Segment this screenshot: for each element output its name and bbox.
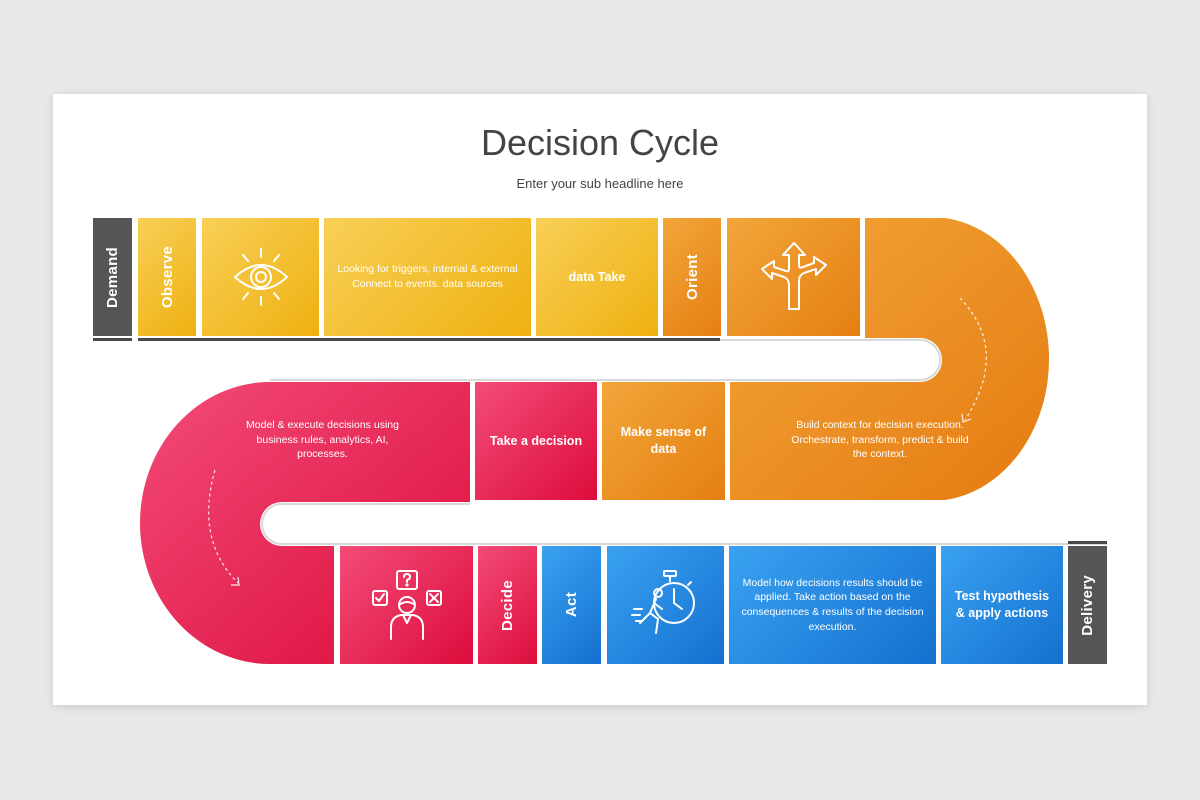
page-subtitle: Enter your sub headline here <box>516 176 684 191</box>
model-execute-text-area: Model & execute decisions using business… <box>230 410 415 470</box>
red-dashed-arrow <box>208 469 239 584</box>
observe-tile: Observe <box>138 218 196 336</box>
stopwatch-runner-icon <box>630 570 695 634</box>
divider-delivery <box>1068 541 1107 544</box>
act-label: Act <box>563 592 580 618</box>
model-how-tile: Model how decisions results should be ap… <box>729 546 936 664</box>
decision-person-icon <box>371 570 442 640</box>
take-decision-tile: Take a decision <box>475 382 597 500</box>
demand-label-tile: Demand <box>93 218 132 336</box>
orange-dashed-arrow <box>959 297 987 421</box>
make-sense-tile: Make sense of data <box>602 382 725 500</box>
divider-row1 <box>138 338 720 341</box>
take-decision-label: Take a decision <box>489 433 583 448</box>
orient-tile: Orient <box>663 218 721 336</box>
track-upper <box>138 339 941 381</box>
decide-label: Decide <box>499 579 516 631</box>
stopwatch-icon-tile <box>607 546 724 664</box>
model-how-description: Model how decisions results should be ap… <box>741 576 924 633</box>
build-context-text-area: Build context for decision execution. Or… <box>780 410 980 470</box>
track-lower <box>261 503 1107 545</box>
demand-label: Demand <box>104 246 121 308</box>
decide-tile: Decide <box>478 546 537 664</box>
test-hypothesis-tile: Test hypothesis & apply actions <box>941 546 1063 664</box>
delivery-label-tile: Delivery <box>1068 546 1107 664</box>
observe-description: Looking for triggers, internal & externa… <box>337 263 518 290</box>
observe-description-tile: Looking for triggers, internal & externa… <box>324 218 531 336</box>
model-execute-description: Model & execute decisions using business… <box>246 418 399 461</box>
red-curve <box>140 382 470 664</box>
data-take-label: data Take <box>568 269 626 284</box>
test-hypothesis-label: Test hypothesis & apply actions <box>954 589 1050 620</box>
decision-icon-tile <box>340 546 473 664</box>
eye-icon <box>233 248 288 306</box>
orient-label: Orient <box>683 254 701 300</box>
data-take-tile: data Take <box>536 218 658 336</box>
direction-icon-tile <box>727 218 860 336</box>
build-context-description: Build context for decision execution. Or… <box>791 418 969 461</box>
eye-icon-tile <box>202 218 319 336</box>
delivery-label: Delivery <box>1079 574 1096 636</box>
make-sense-label: Make sense of data <box>620 425 707 456</box>
act-tile: Act <box>542 546 601 664</box>
divider-demand <box>93 338 132 341</box>
orange-curve <box>730 218 1050 500</box>
page-title: Decision Cycle <box>480 122 720 163</box>
direction-arrows-icon <box>760 242 827 310</box>
observe-label: Observe <box>158 245 176 309</box>
